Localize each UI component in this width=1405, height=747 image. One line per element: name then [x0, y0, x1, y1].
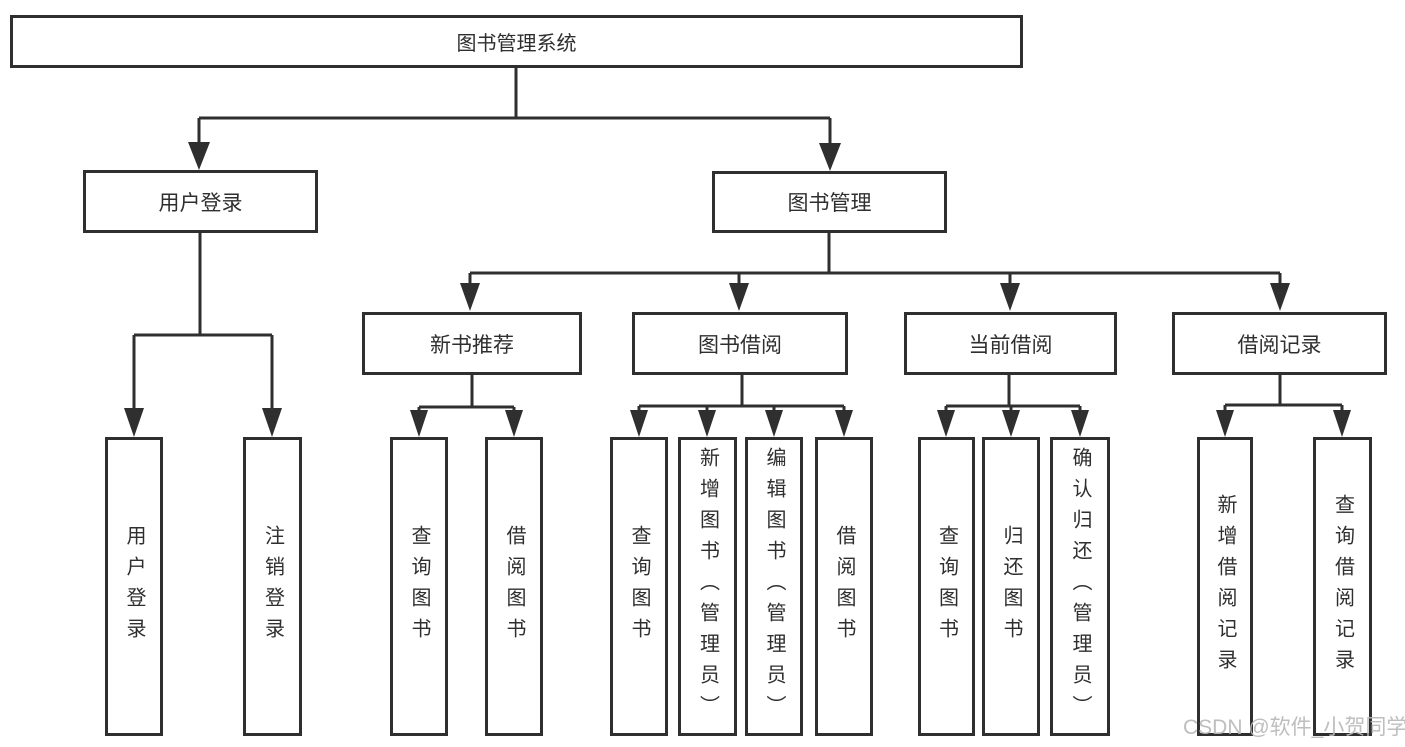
node-library-system: 图书管理系统 — [10, 15, 1023, 68]
leaf-add-books-admin: 新增图书（管理员） — [678, 437, 737, 736]
leaf-edit-books-admin: 编辑图书（管理员） — [745, 437, 803, 736]
node-book-borrow: 图书借阅 — [632, 312, 848, 375]
leaf-query-books-recommend: 查询图书 — [390, 437, 448, 736]
node-user-login-group: 用户登录 — [83, 170, 318, 233]
node-borrow-records: 借阅记录 — [1172, 312, 1387, 375]
connector-current-borrow-branch — [944, 374, 1082, 414]
node-book-management: 图书管理 — [712, 171, 947, 233]
connector-borrow-records-branch — [1223, 374, 1344, 414]
leaf-borrow-books-recommend: 借阅图书 — [485, 437, 543, 736]
arrowheads — [124, 142, 1351, 437]
leaf-query-borrow-record: 查询借阅记录 — [1313, 437, 1372, 736]
node-new-book-recommend: 新书推荐 — [362, 312, 582, 375]
leaf-add-borrow-record: 新增借阅记录 — [1197, 437, 1253, 736]
connector-user-login-branch — [132, 232, 274, 412]
connector-root-to-level1 — [197, 66, 832, 146]
node-current-borrow: 当前借阅 — [904, 312, 1117, 375]
leaf-confirm-return-admin: 确认归还（管理员） — [1050, 437, 1110, 736]
leaf-logout: 注销登录 — [243, 437, 302, 736]
connector-new-books-branch — [417, 374, 516, 414]
connector-book-mgmt-to-level2 — [468, 232, 1282, 287]
leaf-query-books-current: 查询图书 — [918, 437, 975, 736]
leaf-return-books: 归还图书 — [982, 437, 1040, 736]
leaf-query-books-borrow: 查询图书 — [610, 437, 668, 736]
leaf-user-login: 用户登录 — [105, 437, 163, 736]
connector-book-borrow-branch — [637, 374, 846, 414]
leaf-borrow-books: 借阅图书 — [815, 437, 873, 736]
watermark: CSDN @软件_小贺同学 — [1183, 716, 1405, 739]
